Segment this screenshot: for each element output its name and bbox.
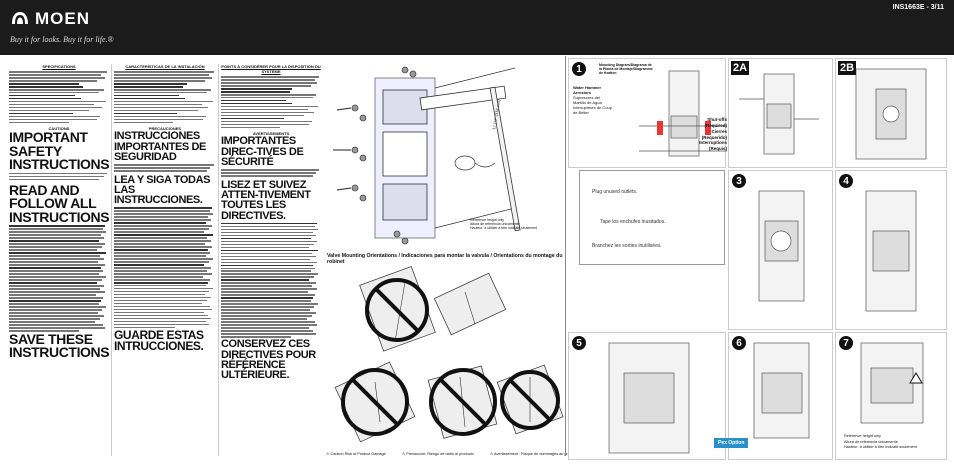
caution-label: AVERTISSEMENTS [252,131,290,137]
column-english: SPECIFICATIONS CAUTIONS IMPORTANT SAFETY… [9,64,109,460]
plug-line-fr: Branchez les sorties inutilisées. [592,243,662,249]
step-7-illustration [860,342,924,424]
plug-line-en: Plug unused outlets. [592,189,638,195]
step-number: 7 [839,336,853,350]
legend-item: ⚠ Avertissement : Risque de dommages au … [489,452,577,456]
header-bar: MOEN Buy it for looks. Buy it for life.®… [0,0,954,55]
step-1-diagram-label: Mounting Diagram/Diagrama de la Planta d… [599,63,653,76]
warnings-text-block [9,225,109,332]
step-3-illustration [758,190,805,302]
step-2b-panel: 2B [835,58,947,168]
orientation-illustrations [334,266,564,443]
exploded-valve-diagram: 12 1/2" (318 mm) [333,66,521,245]
column-spanish: CARACTERÍSTICAS DE LA INSTALACIÓN PRECAU… [114,64,216,460]
plug-line-es: Tape los enchufes inusitados. [600,219,666,225]
step-2a-illustration [739,73,819,155]
step-7-panel: 7 [835,332,947,460]
step-5-panel: 5 [568,332,726,460]
brand-logo: MOEN [10,9,90,29]
shutoff-label: Shut-offs (Required) Cierres (Requerido)… [699,117,727,152]
legend-item: ⚠ Caution Risk of Product Damage [326,452,386,456]
step-4-illustration [865,190,917,312]
step-number: 5 [572,336,586,350]
step-1-illustration [639,70,727,157]
read-follow-heading: LEA Y SIGA TODAS LAS INSTRUCCIONES. [114,173,211,207]
step-number: 6 [732,336,746,350]
tagline: Buy it for looks. Buy it for life.® [10,35,114,44]
step-4-panel: 4 [835,170,947,330]
step-2b-illustration [855,68,927,160]
safety-intro-text [114,164,216,172]
step-number: 4 [839,174,853,188]
column-french: POINTS À CONSIDÉRER POUR LA DISPOSITION … [221,64,321,460]
caution-label: PRECAUCIONES [148,126,182,132]
hammer-arrestor-label: Water Hammer Arrestors Supresores del Ma… [573,85,612,115]
column-divider [218,64,219,456]
plug-outlets-panel: Plug unused outlets. Tape los enchufes i… [579,170,725,265]
step-number: 2A [731,61,750,75]
save-instructions-heading: SAVE THESE INSTRUCTIONS. [9,330,109,361]
step-2a-panel: 2A [728,58,833,168]
mounting-orientations-section: Valve Mounting Orientations / Indicacion… [325,250,565,460]
section-divider [565,56,566,456]
step-3-panel: 3 [728,170,833,330]
step-1-panel: 1 Mounting Diagram/Diagrama de la Planta… [568,58,727,168]
spec-title: CARACTERÍSTICAS DE LA INSTALACIÓN [125,64,205,69]
safety-intro-text [221,169,321,177]
spec-text-block [9,71,109,124]
column-divider [111,64,112,456]
read-follow-heading: READ AND FOLLOW ALL INSTRUCTIONS. [9,182,109,225]
save-instructions-heading: CONSERVEZ CES DIRECTIVES POUR RÉFÉRENCE … [221,338,316,382]
safety-heading: IMPORTANTES DIREC-TIVES DE SÉCURITÉ [221,135,304,169]
caution-label: CAUTIONS [48,126,70,132]
brand-name: MOEN [35,9,90,28]
save-instructions-heading: GUARDE ESTAS INTRUCCIONES. [114,327,204,354]
orientations-title: Valve Mounting Orientations / Indicacion… [327,253,563,265]
ref-height-callout: Reference height only Altura de referenc… [470,218,538,230]
spec-text-block [114,71,216,124]
moen-logo-icon [12,12,28,24]
svg-text:12 1/2" (318 mm): 12 1/2" (318 mm) [491,98,501,130]
spec-text-block [221,76,321,129]
read-follow-heading: LISEZ ET SUIVEZ ATTEN-TIVEMENT TOUTES LE… [221,178,311,222]
warnings-text-block [221,222,321,338]
spec-title: POINTS À CONSIDÉRER POUR LA DISPOSITION … [221,64,321,74]
step-number: 1 [572,62,586,76]
safety-heading: IMPORTANT SAFETY INSTRUCTIONS [9,129,109,172]
warnings-text-block [114,207,216,329]
safety-heading: INSTRUCCIONES IMPORTANTES DE SEGURIDAD [114,130,206,164]
document-number: INS1663E - 3/11 [892,4,944,11]
reference-height-note: Reference height only Altura de referenc… [844,434,917,450]
caution-legend: ⚠ Caution Risk of Product Damage ⚠ Preca… [326,451,576,456]
legend-item: ⚠ Precaución: Riesgo de daño al producto [401,452,474,456]
pex-option-label: Pex Option [714,438,749,448]
step-number: 3 [732,174,746,188]
step-number: 2B [838,61,857,75]
step-6-illustration [753,342,810,439]
spec-title: SPECIFICATIONS [42,64,76,69]
step-5-illustration [608,342,690,454]
safety-intro-text [9,172,109,181]
